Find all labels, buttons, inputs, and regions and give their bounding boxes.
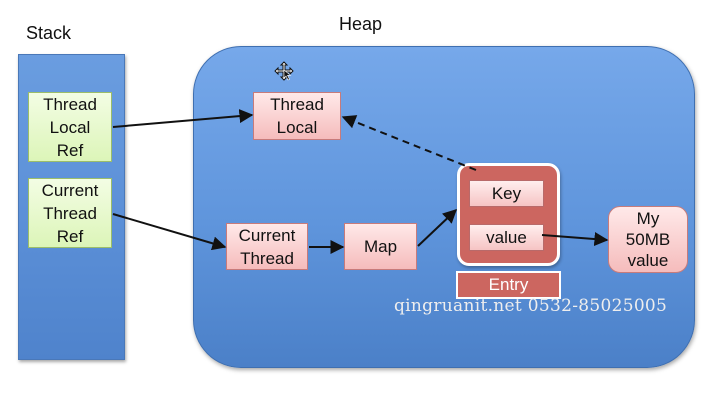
my-value-line-2: 50MB: [625, 230, 671, 249]
my-value-line-3: value: [627, 251, 669, 270]
move-cursor-icon: [274, 61, 294, 81]
current-thread-ref-box: Current Thread Ref: [28, 178, 112, 248]
entry-container: Key value: [457, 163, 560, 266]
current-thread-box: Current Thread: [226, 223, 308, 270]
thread-local-line-1: Thread: [270, 95, 324, 114]
thread-local-ref-box: Thread Local Ref: [28, 92, 112, 162]
entry-label: Entry: [456, 271, 561, 299]
value-box: value: [469, 224, 544, 251]
stack-label: Stack: [26, 23, 72, 43]
my-50mb-value-box: My 50MB value: [608, 206, 688, 273]
thread-local-ref-line-2: Local: [49, 117, 91, 137]
map-box: Map: [344, 223, 417, 270]
current-thread-ref-line-2: Thread: [43, 203, 97, 223]
map-label: Map: [363, 237, 398, 256]
current-thread-line-1: Current: [238, 225, 296, 245]
thread-local-ref-line-3: Ref: [56, 140, 84, 160]
key-box: Key: [469, 180, 544, 207]
my-value-line-1: My: [636, 209, 660, 228]
current-thread-ref-line-3: Ref: [56, 226, 84, 246]
value-label: value: [486, 227, 527, 247]
current-thread-ref-line-1: Current: [41, 180, 99, 200]
watermark-text: qingruanit.net 0532-85025005: [394, 296, 668, 316]
key-label: Key: [491, 183, 522, 203]
heap-label: Heap: [339, 14, 383, 34]
thread-local-ref-line-1: Thread: [43, 94, 97, 114]
current-thread-line-2: Thread: [240, 248, 294, 268]
thread-local-box: Thread Local: [253, 92, 341, 140]
thread-local-line-2: Local: [276, 118, 318, 137]
